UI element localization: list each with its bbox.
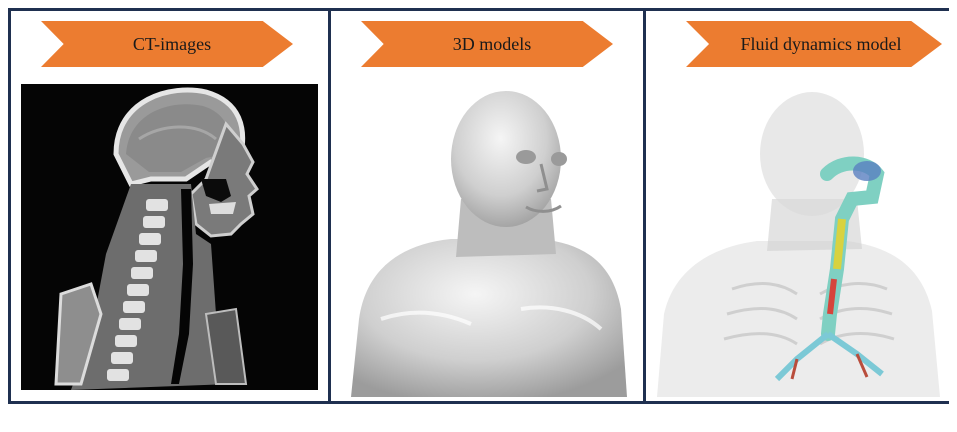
panel-ct-images: CT-images: [11, 11, 331, 401]
panel-fluid-dynamics: Fluid dynamics model c: [646, 11, 949, 401]
ct-images-banner: CT-images: [41, 21, 293, 67]
ct-scan-image: [21, 84, 318, 390]
fluid-dynamics-banner: Fluid dynamics model: [686, 21, 942, 67]
3d-models-banner: 3D models: [361, 21, 613, 67]
3d-body-model-image: [351, 91, 627, 397]
panel-3d-models: 3D models b: [331, 11, 646, 401]
figure-frame: CT-images: [8, 8, 949, 404]
fluid-dynamics-image: [657, 92, 940, 397]
